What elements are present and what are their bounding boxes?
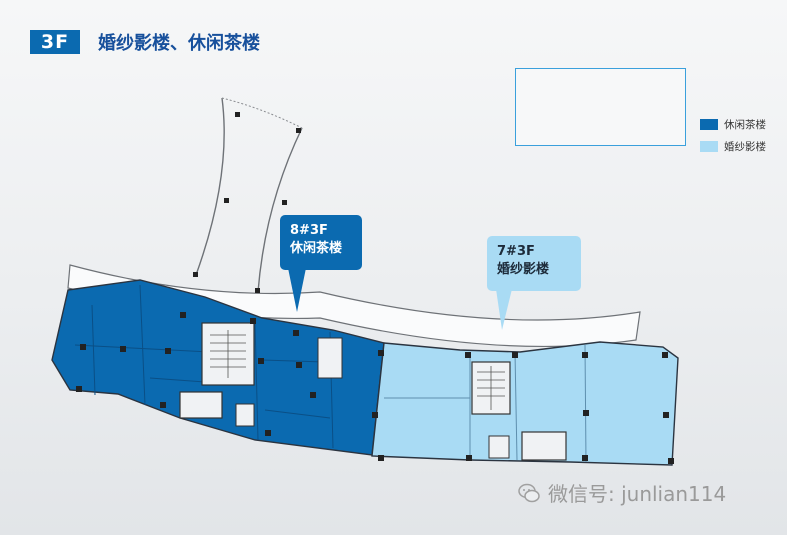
- callout-name: 休闲茶楼: [290, 241, 343, 256]
- columns: [76, 112, 674, 464]
- floor-badge: 3F: [30, 30, 80, 54]
- callout-code: 8#3F: [290, 223, 328, 238]
- elevator-1: [235, 403, 255, 427]
- legend-swatch-teahouse: [700, 118, 718, 130]
- callout-code: 7#3F: [497, 244, 535, 259]
- site-minimap: [515, 68, 686, 146]
- elevator-3: [488, 435, 510, 459]
- callout-dark-pointer: [288, 268, 306, 312]
- entrance-top: [221, 97, 303, 129]
- watermark: 微信号: junlian114: [518, 478, 726, 507]
- stair-cores: [179, 322, 567, 461]
- page-title: 婚纱影楼、休闲茶楼: [98, 33, 260, 54]
- legend-item-bridal: 婚纱影楼: [700, 135, 766, 157]
- bridal-zone: [371, 341, 679, 466]
- legend: 休闲茶楼 婚纱影楼: [700, 113, 766, 157]
- entrance-wall-left: [195, 97, 225, 276]
- watermark-text: 微信号: junlian114: [548, 482, 727, 506]
- stair-core-4: [521, 431, 567, 461]
- stair-core-3: [179, 391, 223, 419]
- callout-light-pointer: [496, 289, 512, 330]
- elevator-2: [317, 337, 343, 379]
- callout-teahouse: 8#3F 休闲茶楼: [280, 215, 362, 270]
- legend-item-teahouse: 休闲茶楼: [700, 113, 766, 135]
- teahouse-partitions: [74, 284, 334, 449]
- legend-label: 休闲茶楼: [724, 118, 766, 131]
- bridal-partitions: [384, 344, 587, 463]
- entrance-wall-right: [257, 127, 303, 293]
- callout-bridal: 7#3F 婚纱影楼: [487, 236, 581, 291]
- legend-label: 婚纱影楼: [724, 140, 766, 153]
- legend-swatch-bridal: [700, 140, 718, 152]
- callout-name: 婚纱影楼: [497, 262, 550, 277]
- wechat-icon: [518, 483, 540, 502]
